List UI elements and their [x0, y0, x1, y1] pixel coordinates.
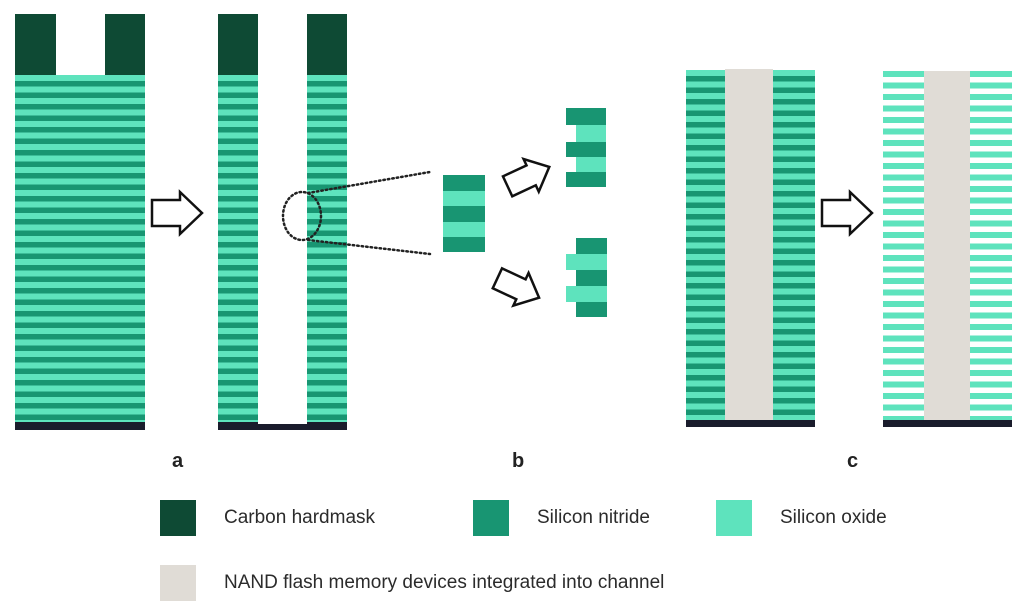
- swatch-silicon-oxide: [716, 500, 752, 536]
- zoom-callout: [281, 170, 432, 256]
- panel-c-nitride-removed: [883, 71, 1012, 427]
- arrow-up-right-icon: [501, 156, 551, 198]
- legend-label: NAND flash memory devices integrated int…: [224, 572, 665, 593]
- hardmask-left: [15, 14, 56, 75]
- substrate: [218, 424, 347, 430]
- substrate: [686, 420, 815, 427]
- swatch-nand-channel: [160, 565, 196, 601]
- panel-c-channel-stack: [686, 69, 815, 427]
- panel-label-b: b: [512, 450, 525, 472]
- on-stack-right-pillar: [773, 70, 815, 420]
- oxide-left-pillar: [883, 71, 924, 420]
- nand-channel: [924, 71, 970, 420]
- panel-label-a: a: [172, 450, 184, 472]
- oxide-layer: [443, 191, 485, 206]
- substrate-left: [218, 422, 258, 430]
- nitride-layer: [443, 237, 485, 252]
- nitride-layer: [443, 175, 485, 191]
- callout-line-bottom: [306, 238, 432, 256]
- magnify-ellipse: [281, 190, 323, 242]
- oxide-layer: [443, 222, 485, 237]
- on-stack-right-pillar: [307, 75, 347, 422]
- nitride-layer-recessed: [576, 302, 607, 317]
- oxide-layer: [566, 286, 607, 302]
- nitride-layer-recessed: [576, 238, 607, 254]
- swatch-carbon-hardmask: [160, 500, 196, 536]
- nitride-layer: [443, 206, 485, 222]
- panel-label-c: c: [847, 450, 859, 472]
- oxide-layer-recessed: [576, 125, 606, 142]
- panel-a-etched-stack: [218, 14, 347, 430]
- arrow-right-icon: [150, 189, 204, 237]
- substrate-right: [307, 422, 347, 430]
- nitride-recessed-stack: [566, 238, 607, 317]
- callout-line-top: [306, 170, 432, 195]
- panel-a-initial-stack: [15, 14, 145, 430]
- oxide-right-pillar: [970, 71, 1012, 420]
- oxide-recessed-stack: [566, 108, 606, 187]
- substrate: [15, 422, 145, 430]
- legend-item-silicon-nitride: Silicon nitride: [473, 500, 650, 536]
- oxide-layer-recessed: [576, 157, 606, 172]
- legend-item-carbon-hardmask: Carbon hardmask: [160, 500, 375, 536]
- legend-label: Carbon hardmask: [224, 507, 376, 528]
- hardmask-right: [105, 14, 145, 75]
- nitride-layer-recessed: [576, 270, 607, 286]
- zoomed-stack: [443, 175, 485, 252]
- nitride-layer: [566, 108, 606, 125]
- arrow-down-right-icon: [491, 266, 541, 308]
- swatch-silicon-nitride: [473, 500, 509, 536]
- nitride-layer: [566, 172, 606, 187]
- on-stack-left-pillar: [686, 70, 725, 420]
- substrate: [883, 420, 1012, 427]
- on-stack: [15, 75, 145, 422]
- oxide-layer: [566, 254, 607, 270]
- hardmask-left: [218, 14, 258, 75]
- legend-label: Silicon oxide: [780, 507, 887, 528]
- legend-label: Silicon nitride: [537, 507, 650, 528]
- on-stack-left-pillar: [218, 75, 258, 422]
- nand-channel: [725, 69, 773, 420]
- arrow-right-icon: [820, 189, 874, 237]
- legend-item-silicon-oxide: Silicon oxide: [716, 500, 887, 536]
- hardmask-right: [307, 14, 347, 75]
- legend-item-nand-channel: NAND flash memory devices integrated int…: [160, 565, 664, 601]
- nitride-layer: [566, 142, 606, 157]
